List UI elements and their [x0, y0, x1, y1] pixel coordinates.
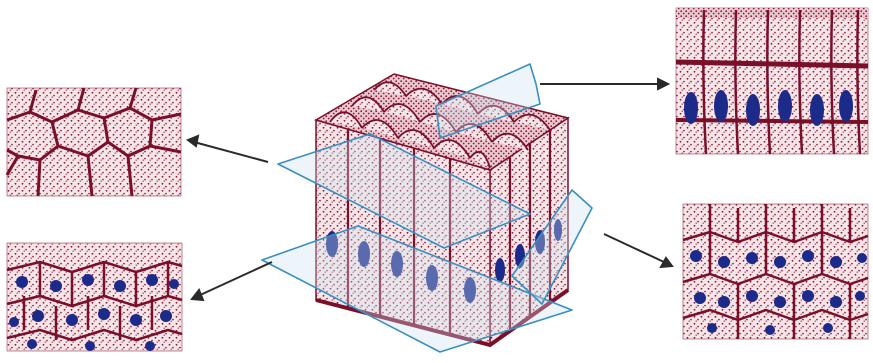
arrowhead-nuclear	[192, 290, 203, 300]
apical-section-panel	[7, 88, 181, 196]
vertical-section-panel	[676, 8, 868, 154]
arrowhead-oblique	[661, 258, 672, 267]
arrowhead-apical	[188, 136, 198, 146]
arrow-to-apical	[194, 142, 268, 162]
arrow-to-nuclear	[198, 262, 272, 296]
nuclear-section-panel	[7, 243, 182, 351]
oblique-section-panel	[683, 204, 868, 339]
arrowhead-vertical	[658, 79, 668, 89]
arrow-to-oblique	[604, 234, 664, 262]
